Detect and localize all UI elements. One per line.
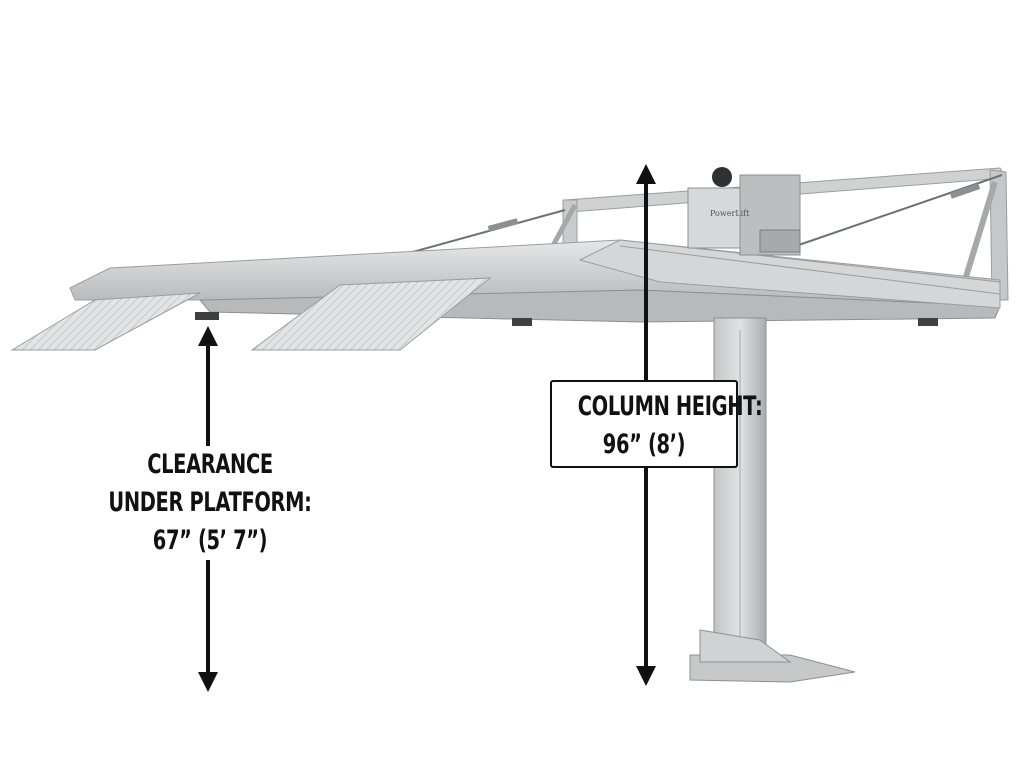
ramp-right bbox=[250, 277, 492, 351]
column-height-callout: COLUMN HEIGHT: 96” (8’) bbox=[550, 380, 763, 468]
brand-logo: PowerLift bbox=[710, 209, 750, 218]
drive-unit bbox=[687, 167, 801, 256]
clearance-label-line1: CLEARANCE bbox=[147, 449, 273, 480]
platform-deck bbox=[69, 239, 1001, 323]
clearance-label: CLEARANCE UNDER PLATFORM: 67” (5’ 7”) bbox=[101, 446, 318, 560]
clearance-label-line3: 67” (5’ 7”) bbox=[152, 525, 268, 556]
column-height-label-line2: 96” (8’) bbox=[602, 429, 686, 460]
leveling-feet bbox=[195, 312, 938, 326]
column-height-label: COLUMN HEIGHT: 96” (8’) bbox=[577, 388, 763, 464]
lift-column bbox=[689, 317, 856, 683]
column-height-label-line1: COLUMN HEIGHT: bbox=[577, 391, 763, 422]
ramp-left bbox=[10, 292, 201, 351]
clearance-label-line2: UNDER PLATFORM: bbox=[108, 487, 312, 518]
